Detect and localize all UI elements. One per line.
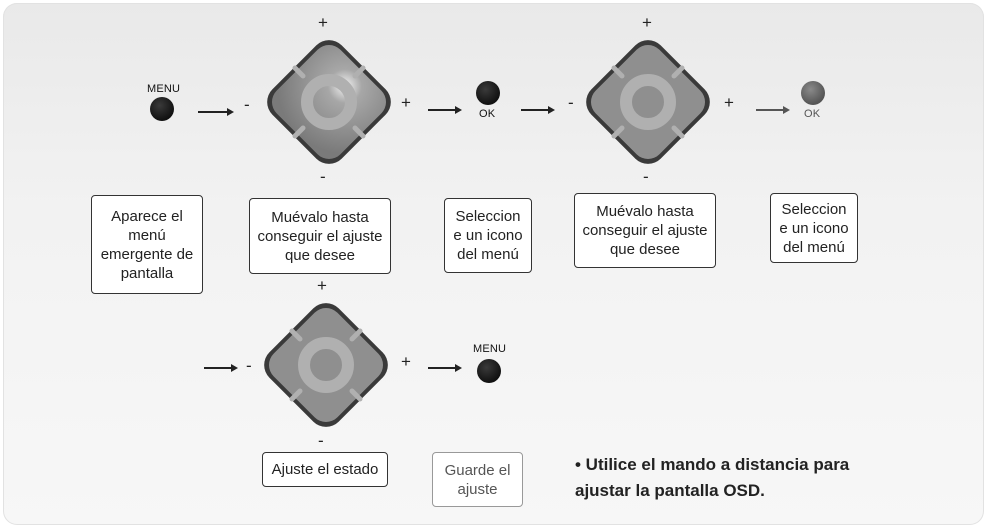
menu-label-2: MENU bbox=[473, 343, 507, 355]
pad2-plus-top: + bbox=[642, 13, 652, 32]
step-box-adjust: Ajuste el estado bbox=[262, 452, 388, 487]
pad3-minus-bottom: - bbox=[318, 431, 324, 450]
arrow-3 bbox=[521, 102, 555, 120]
arrow-5 bbox=[204, 360, 238, 378]
pad2-plus-right: + bbox=[724, 93, 734, 112]
menu-label-1: MENU bbox=[147, 83, 181, 95]
pad3-plus-right: + bbox=[401, 352, 411, 371]
note-line-2: ajustar la pantalla OSD. bbox=[575, 481, 765, 500]
pad1-minus-bottom: - bbox=[320, 167, 326, 186]
arrow-1 bbox=[198, 104, 234, 122]
pad2-minus-bottom: - bbox=[643, 167, 649, 186]
menu-button-2 bbox=[477, 359, 501, 383]
pad3-minus-left: - bbox=[246, 356, 252, 375]
pad1-minus-left: - bbox=[244, 95, 250, 114]
ok-button-2 bbox=[801, 81, 825, 105]
arrow-2 bbox=[428, 102, 462, 120]
navigation-pad-icon-2 bbox=[586, 40, 710, 164]
pad1-plus-top: + bbox=[318, 13, 328, 32]
pad1-plus-right: + bbox=[401, 93, 411, 112]
pad3-plus-top: + bbox=[317, 276, 327, 295]
ok-label-1: OK bbox=[479, 108, 496, 120]
navigation-pad-icon-3 bbox=[264, 303, 388, 427]
note-line-1: • Utilice el mando a distancia para bbox=[575, 455, 850, 474]
ok-button-1 bbox=[476, 81, 500, 105]
ok-label-2: OK bbox=[804, 108, 821, 120]
remote-note: • Utilice el mando a distancia para ajus… bbox=[575, 452, 849, 504]
menu-button-1 bbox=[150, 97, 174, 121]
navigation-pad-icon-1 bbox=[267, 40, 391, 164]
pad2-minus-left: - bbox=[568, 93, 574, 112]
arrow-6 bbox=[428, 360, 462, 378]
arrow-4 bbox=[756, 102, 790, 120]
